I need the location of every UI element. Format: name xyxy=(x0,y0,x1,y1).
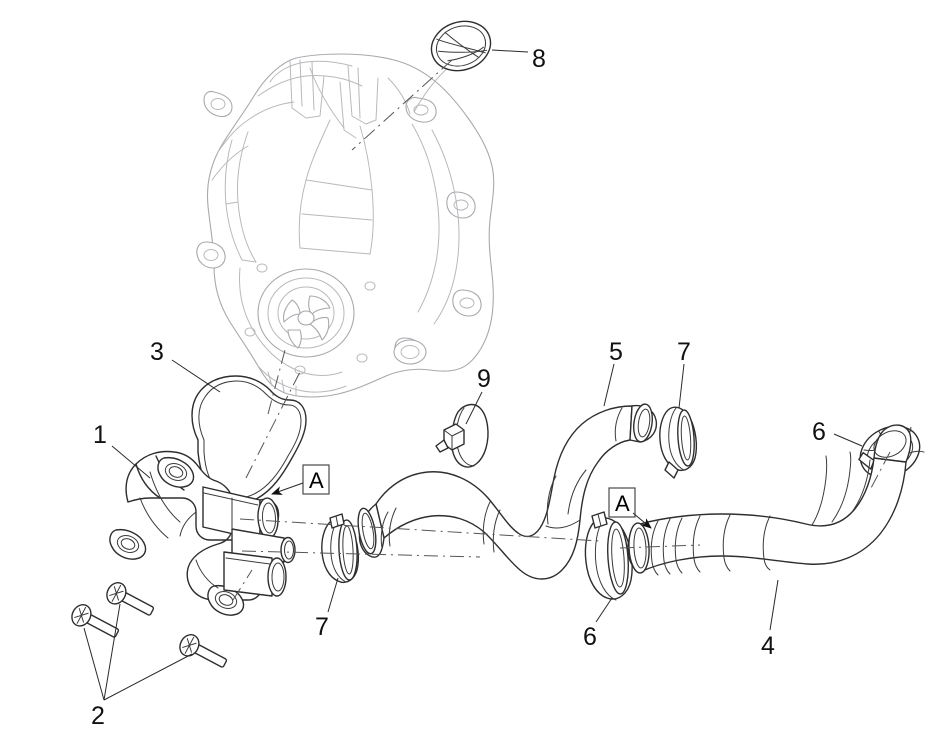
part-upper-hose xyxy=(357,403,658,580)
part-thermostat-housing xyxy=(109,450,296,616)
part-label-6-upper: 6 xyxy=(812,418,826,446)
callout-a-left-text: A xyxy=(309,468,324,493)
part-hose-clamp-small-left xyxy=(321,513,360,584)
part-hose-clamp-small-right xyxy=(659,406,698,479)
part-label-7-left: 7 xyxy=(315,613,329,641)
assembly-centerlines xyxy=(232,59,891,601)
engine-crankcase xyxy=(196,53,495,398)
part-label-6-lower: 6 xyxy=(583,623,597,651)
part-bolts xyxy=(71,582,228,668)
part-label-5: 5 xyxy=(609,338,623,366)
part-label-1: 1 xyxy=(93,421,107,449)
part-label-7-right: 7 xyxy=(677,338,691,366)
part-lower-hose xyxy=(627,424,912,576)
callout-a-right: A xyxy=(608,487,652,529)
part-label-8: 8 xyxy=(532,45,546,73)
callout-a-left: A xyxy=(271,464,330,495)
part-cable-tie xyxy=(435,403,489,468)
part-label-3: 3 xyxy=(150,338,164,366)
part-hose-clamp-large-lower xyxy=(584,511,633,601)
leader-lines xyxy=(83,49,863,701)
part-label-4: 4 xyxy=(761,632,775,660)
part-label-2: 2 xyxy=(91,702,105,730)
callout-a-right-text: A xyxy=(615,491,630,516)
part-o-ring-cap xyxy=(430,20,492,72)
part-label-9: 9 xyxy=(477,365,491,393)
